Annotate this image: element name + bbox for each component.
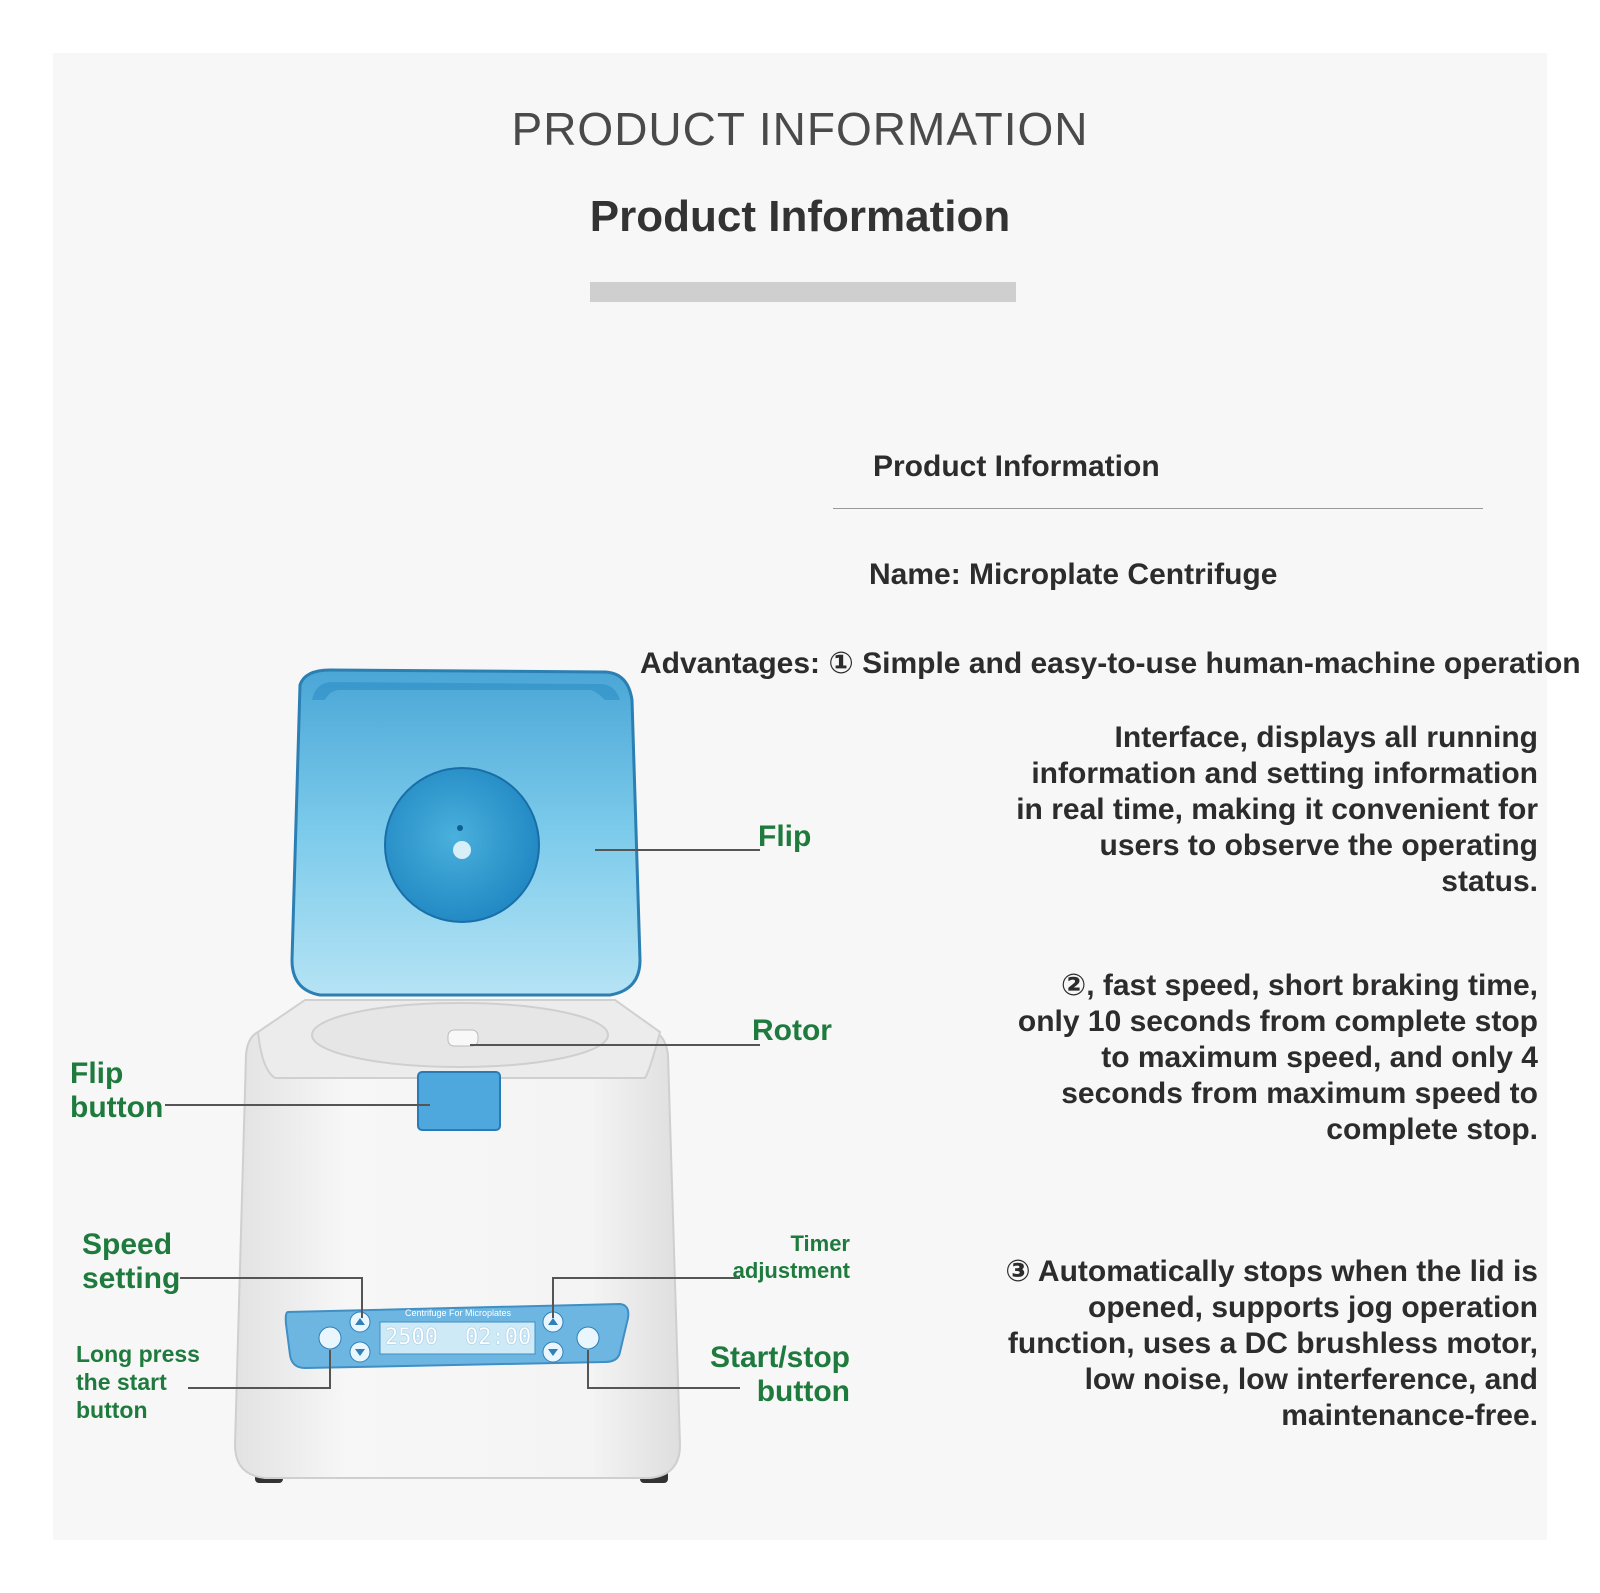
advantage-3-line: maintenance-free. — [1281, 1399, 1538, 1432]
advantage-1-line: status. — [1441, 865, 1538, 898]
advantage-3-line: ③ Automatically stops when the lid is — [1005, 1255, 1538, 1288]
start-stop-button[interactable] — [576, 1326, 600, 1350]
advantage-2-line: to maximum speed, and only 4 — [1101, 1041, 1538, 1074]
callout-line: adjustment — [732, 1258, 850, 1283]
advantage-3-line: function, uses a DC brushless motor, — [1007, 1327, 1538, 1360]
jog-leader — [188, 1350, 331, 1389]
lcd-time: 02:00 — [465, 1325, 532, 1350]
chevron-down-icon — [548, 1349, 558, 1356]
flip-callout: Flip — [758, 820, 812, 853]
advantage-1-line: Interface, displays all running — [1114, 721, 1538, 754]
advantage-1-line: information and setting information — [1031, 757, 1538, 790]
section-divider — [833, 508, 1483, 509]
flip-button-callout: Flip button — [70, 1057, 163, 1125]
callout-line: Timer — [790, 1231, 850, 1256]
advantage-2-line: only 10 seconds from complete stop — [1017, 1005, 1538, 1038]
callout-line: Long press — [76, 1341, 200, 1367]
advantages-label: Advantages: — [640, 647, 829, 680]
lid-handle — [312, 682, 620, 700]
callout-line: setting — [82, 1262, 181, 1295]
advantage-3-line: opened, supports jog operation — [1088, 1291, 1538, 1324]
callout-line: button — [756, 1375, 850, 1408]
speed-leader — [180, 1277, 363, 1318]
advantage-1-heading: Advantages: ① Simple and easy-to-use hum… — [640, 646, 1581, 681]
rotor-callout: Rotor — [752, 1014, 832, 1047]
callout-line: Speed — [82, 1228, 173, 1261]
header-english: PRODUCT INFORMATION — [511, 103, 1089, 155]
chevron-down-icon — [355, 1349, 365, 1356]
start-stop-leader — [587, 1350, 740, 1389]
lcd-speed: 2500 — [385, 1325, 438, 1350]
panel-label: Centrifuge For Microplates — [404, 1308, 512, 1318]
lid-pin — [457, 825, 463, 831]
advantage-1-line: in real time, making it convenient for — [1016, 793, 1538, 826]
speed-setting-callout: Speed setting — [82, 1228, 180, 1296]
lid-center-hole — [453, 841, 471, 859]
advantage-2-body: ②, fast speed, short braking time, only … — [1018, 968, 1538, 1148]
chevron-up-icon — [548, 1318, 558, 1325]
advantage-1-body: Interface, displays all running informat… — [1016, 720, 1538, 900]
header-divider — [590, 282, 1016, 302]
advantage-1-first-line: ① Simple and easy-to-use human-machine o… — [828, 647, 1581, 680]
advantage-2-line: ②, fast speed, short braking time, — [1060, 969, 1538, 1002]
advantage-3-body: ③ Automatically stops when the lid is op… — [1005, 1254, 1538, 1434]
lcd-display — [379, 1321, 536, 1355]
product-name: Name: Microplate Centrifuge — [869, 558, 1278, 591]
callout-line: Start/stop — [709, 1341, 850, 1374]
callout-line: Flip — [70, 1057, 124, 1090]
callout-line: the start — [76, 1369, 167, 1395]
section-title: Product Information — [873, 450, 1160, 483]
timer-callout: Timer adjustment — [690, 1230, 850, 1284]
advantage-2-line: complete stop. — [1326, 1113, 1538, 1146]
long-press-callout: Long press the start button — [76, 1340, 200, 1424]
start-stop-callout: Start/stop button — [690, 1341, 850, 1409]
timer-leader — [552, 1277, 740, 1318]
page-title: Product Information — [589, 192, 1011, 241]
rotor-hub — [447, 1029, 479, 1047]
flip-button[interactable] — [417, 1071, 501, 1131]
advantage-3-line: low noise, low interference, and — [1084, 1363, 1538, 1396]
advantage-1-line: users to observe the operating — [1099, 829, 1538, 862]
advantage-2-line: seconds from maximum speed to — [1061, 1077, 1538, 1110]
callout-line: button — [70, 1091, 164, 1124]
chevron-up-icon — [355, 1318, 365, 1325]
callout-line: button — [76, 1397, 148, 1423]
jog-button[interactable] — [318, 1326, 342, 1350]
